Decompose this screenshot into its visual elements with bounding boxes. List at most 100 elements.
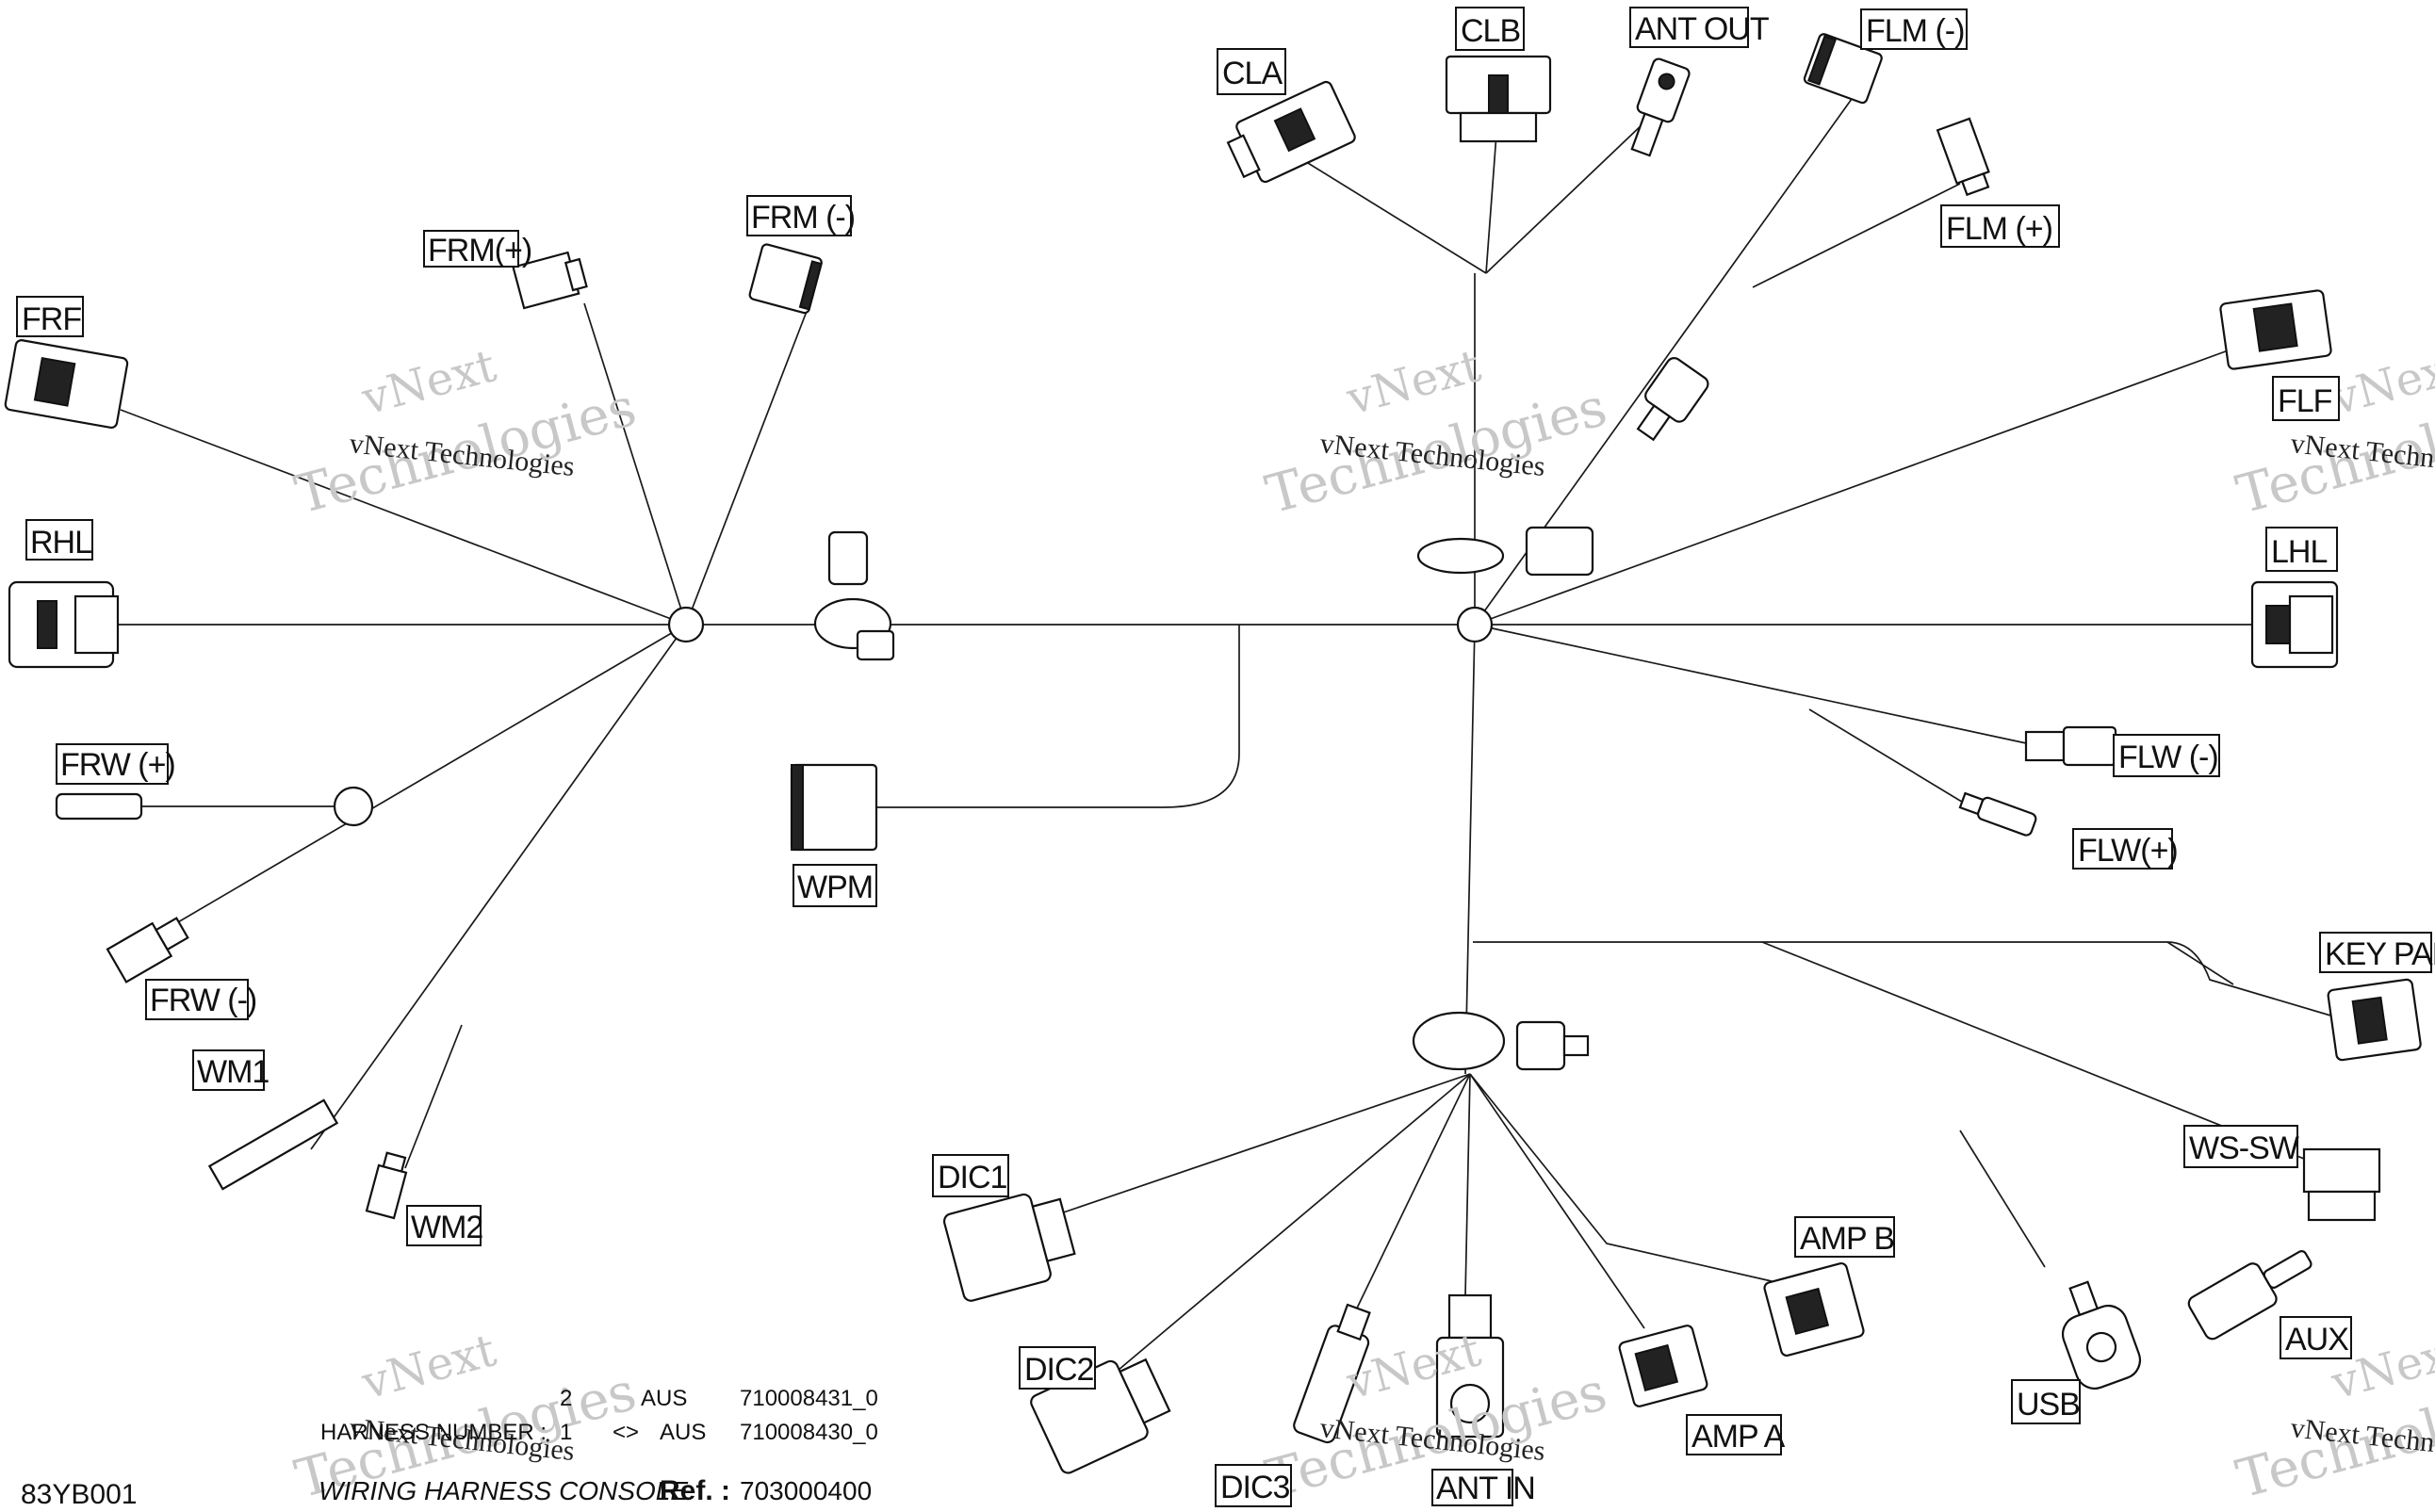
svg-text:USB: USB <box>2017 1387 2080 1423</box>
svg-text:WM2: WM2 <box>411 1210 482 1245</box>
flf-connector <box>2219 289 2332 370</box>
svg-text:FRW (+): FRW (+) <box>60 747 175 783</box>
harness-clamp-left <box>813 530 895 661</box>
label-amp-a: AMP A <box>1686 1414 1787 1455</box>
svg-text:FLF: FLF <box>2278 383 2332 419</box>
frm-plus-connector <box>512 251 588 310</box>
label-ws-sw: WS-SW <box>2183 1125 2300 1168</box>
label-dic3: DIC3 <box>1215 1464 1292 1507</box>
wm1-sensor <box>207 1098 339 1191</box>
flw-minus-connector <box>2024 725 2117 767</box>
ant-in-connector <box>1435 1293 1505 1439</box>
label-frw-plus: FRW (+) <box>56 743 176 785</box>
row-1-region: AUS <box>641 1386 687 1411</box>
watermark-3: vNext Technologies vNext Technologies <box>2231 339 2435 526</box>
splice-frw <box>333 786 374 827</box>
svg-text:DIC1: DIC1 <box>938 1160 1007 1195</box>
svg-text:AUX: AUX <box>2285 1322 2348 1358</box>
frf-connector <box>4 339 129 430</box>
svg-text:RHL: RHL <box>30 525 91 561</box>
svg-text:WS-SW: WS-SW <box>2189 1130 2299 1166</box>
svg-text:WPM: WPM <box>797 870 873 905</box>
label-frf: FRF <box>16 296 84 337</box>
label-frm-plus: FRM(+) <box>423 230 532 268</box>
svg-text:FLM (+): FLM (+) <box>1946 211 2052 247</box>
harness-wires <box>113 98 2338 1376</box>
label-flw-minus: FLW (-) <box>2113 734 2220 777</box>
wpm-connector <box>790 763 878 852</box>
row-1-num: 2 <box>560 1386 572 1411</box>
label-rhl: RHL <box>25 519 93 561</box>
row-2-part: 710008430_0 <box>740 1420 878 1445</box>
cable-tie-lower <box>1412 1011 1590 1071</box>
label-wm1: WM1 <box>192 1049 270 1091</box>
splice-right <box>1456 606 1494 643</box>
label-flf: FLF <box>2272 376 2340 421</box>
label-wm2: WM2 <box>406 1205 483 1246</box>
ant-out-connector <box>1630 57 1691 157</box>
harness-clip-upper <box>1636 357 1709 442</box>
flm-minus-connector <box>1803 33 1883 105</box>
frm-minus-connector <box>748 243 823 315</box>
lhl-connector <box>2250 580 2339 669</box>
svg-text:FLW (-): FLW (-) <box>2118 740 2218 775</box>
svg-text:DIC2: DIC2 <box>1024 1352 1094 1388</box>
row-2-num: 1 <box>560 1420 572 1445</box>
label-key-pad: KEY PAD <box>2319 932 2435 973</box>
svg-text:FRM(+): FRM(+) <box>428 233 531 268</box>
wm2-connector <box>365 1151 408 1220</box>
harness-number-label: HARNESS NUMBER : <box>320 1420 547 1445</box>
svg-text:WM1: WM1 <box>197 1054 269 1090</box>
row-2-region: AUS <box>660 1420 706 1445</box>
amp-b-connector <box>1763 1261 1865 1358</box>
label-frm-minus: FRM (-) <box>746 195 856 236</box>
drawing-code: 83YB001 <box>21 1479 137 1510</box>
dic3-connector <box>1293 1303 1371 1444</box>
label-cla: CLA <box>1217 48 1286 95</box>
label-flm-plus: FLM (+) <box>1940 204 2060 248</box>
flm-plus-connector <box>1936 117 1990 197</box>
rhl-connector <box>8 580 120 669</box>
svg-text:ANT IN: ANT IN <box>1436 1471 1535 1506</box>
label-usb: USB <box>2011 1379 2081 1424</box>
row-1-part: 710008431_0 <box>740 1386 878 1411</box>
label-clb: CLB <box>1455 7 1525 51</box>
watermark-2: vNext Technologies vNext Technologies <box>1260 339 1613 526</box>
svg-text:ANT OUT: ANT OUT <box>1635 11 1769 47</box>
label-dic2: DIC2 <box>1019 1346 1096 1390</box>
label-ant-in: ANT IN <box>1431 1469 1536 1506</box>
drawing-title: WIRING HARNESS CONSOLE <box>319 1476 688 1505</box>
svg-text:FRW (-): FRW (-) <box>150 983 256 1018</box>
svg-text:vNext: vNext <box>2326 339 2435 426</box>
clb-connector <box>1445 55 1552 143</box>
svg-text:CLA: CLA <box>1222 56 1283 91</box>
flw-plus-connector <box>1958 791 2037 837</box>
svg-text:CLB: CLB <box>1461 13 1520 49</box>
svg-text:LHL: LHL <box>2271 534 2327 570</box>
frw-plus-connector <box>55 792 143 821</box>
label-lhl: LHL <box>2265 527 2338 572</box>
usb-connector <box>2061 1280 2142 1390</box>
svg-text:vNext: vNext <box>356 1324 501 1410</box>
cla-connector <box>1226 80 1356 184</box>
svg-text:FLM (-): FLM (-) <box>1866 13 1964 49</box>
label-aux: AUX <box>2280 1316 2352 1359</box>
splice-left <box>667 606 705 643</box>
label-frw-minus: FRW (-) <box>145 979 257 1020</box>
footer-block: 83YB001 HARNESS NUMBER : 2 AUS 710008431… <box>21 1386 878 1510</box>
frw-minus-connector <box>106 917 189 984</box>
watermark-1: vNext Technologies vNext Technologies <box>289 339 643 526</box>
svg-text:AMP A: AMP A <box>1691 1419 1786 1455</box>
label-flm-minus: FLM (-) <box>1860 8 1968 50</box>
row-2-sep: <> <box>613 1420 639 1445</box>
svg-text:FLW(+): FLW(+) <box>2078 833 2178 869</box>
svg-text:KEY PAD: KEY PAD <box>2325 936 2435 972</box>
aux-connector <box>2187 1250 2312 1341</box>
label-ant-out: ANT OUT <box>1629 7 1770 48</box>
svg-text:AMP B: AMP B <box>1800 1221 1894 1257</box>
label-wpm: WPM <box>793 864 877 907</box>
svg-text:FRM (-): FRM (-) <box>751 200 855 236</box>
cable-tie-upper <box>1416 526 1594 577</box>
key-pad-connector <box>2327 978 2422 1062</box>
